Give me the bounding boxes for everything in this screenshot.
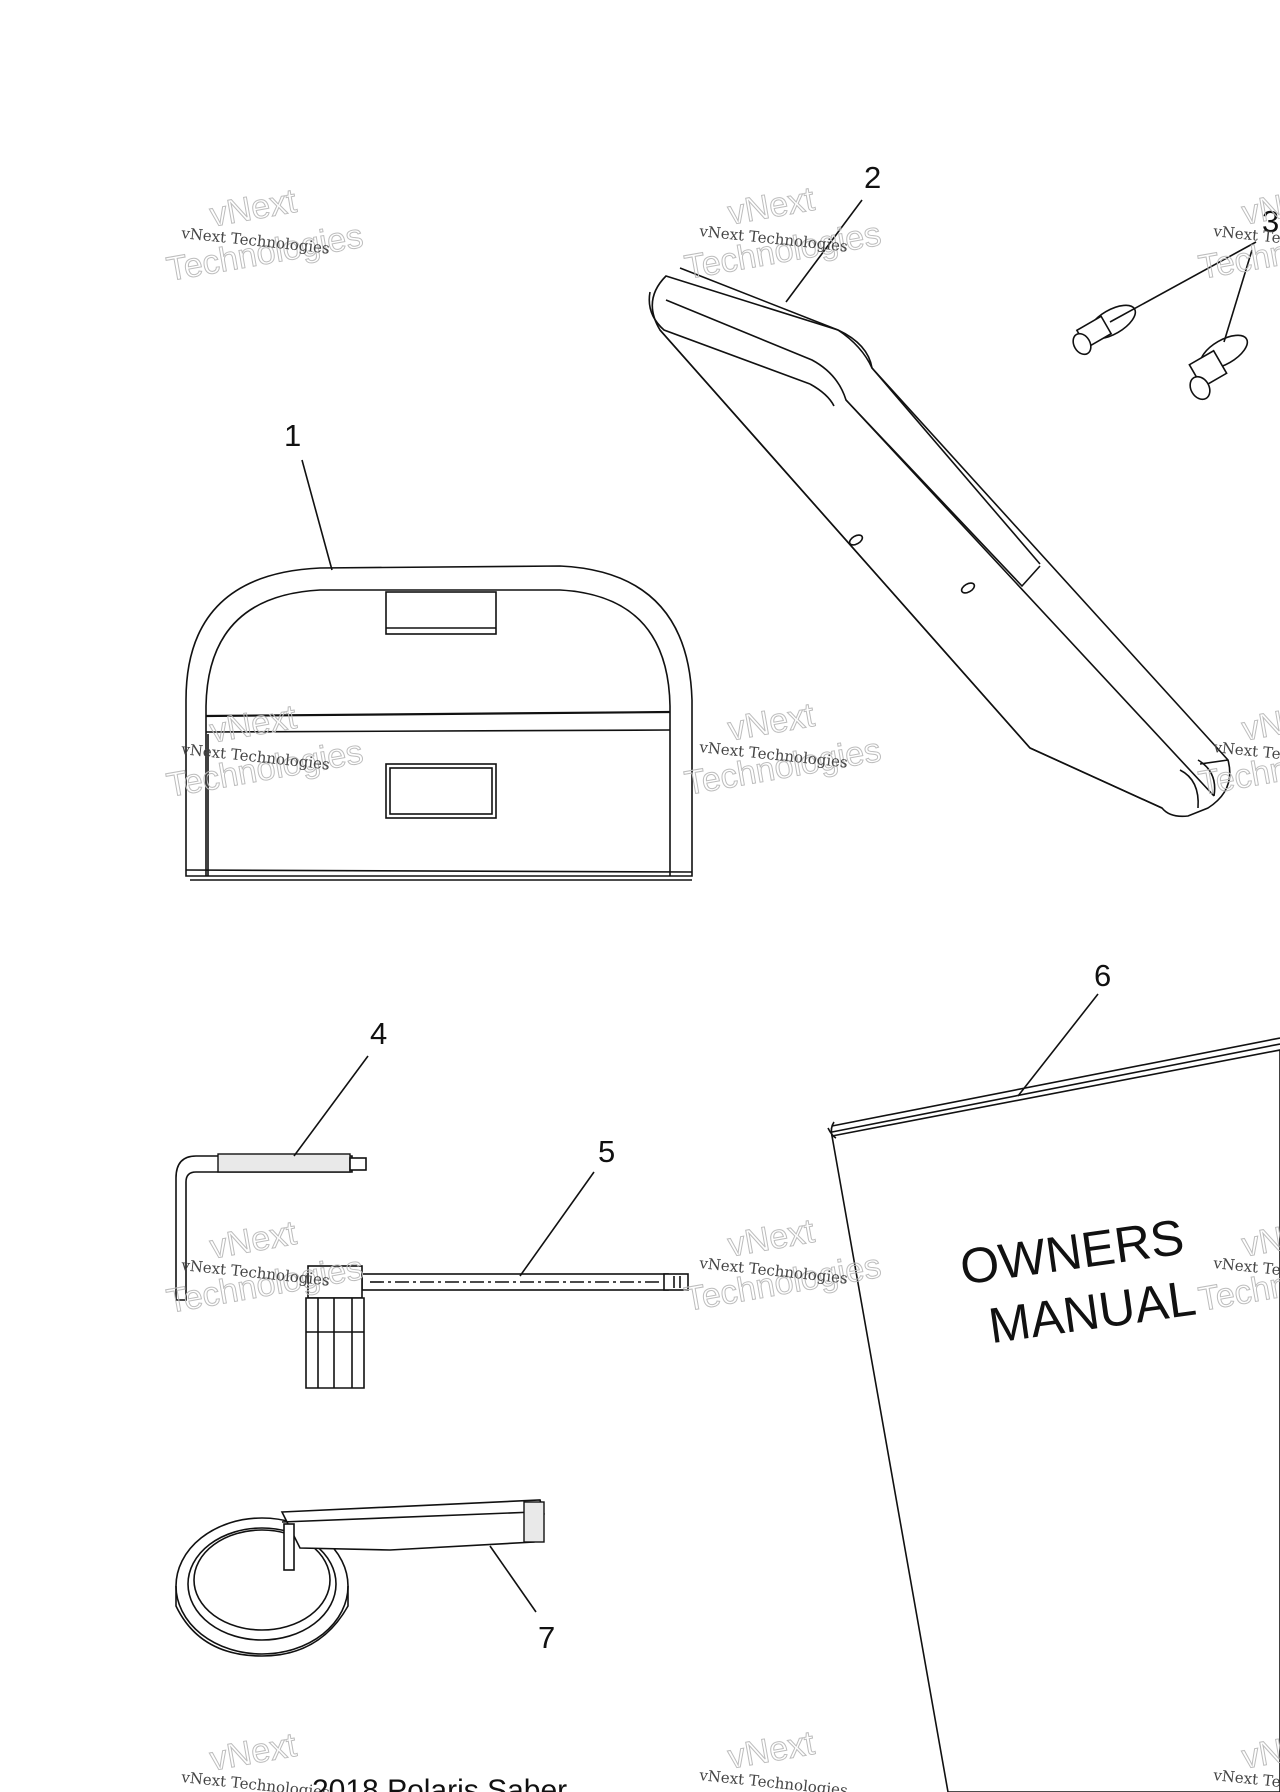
- svg-text:vNext Technologies: vNext Technologies: [180, 1768, 331, 1792]
- watermark: vNext Technologies vNext Technologies: [1195, 1211, 1280, 1319]
- callout-7: 7: [538, 1620, 555, 1655]
- part-6-owners-manual: OWNERS MANUAL: [827, 1037, 1280, 1792]
- svg-text:vNext: vNext: [725, 1212, 818, 1265]
- callout-1: 1: [284, 418, 301, 453]
- callout-2: 2: [864, 160, 881, 195]
- part-5-plug-wrench: [305, 1265, 689, 1389]
- watermark: vNext Technologies vNext Technologies: [681, 695, 884, 803]
- callout-5: 5: [598, 1134, 615, 1169]
- svg-text:vNext: vNext: [725, 696, 818, 749]
- watermark: vNext Technologies vNext Technologies: [681, 179, 884, 287]
- callout-4: 4: [370, 1016, 387, 1051]
- part-3-push-rivets: [1072, 304, 1249, 401]
- callout-numbers: 1 2 3 4 5 6 7: [284, 160, 1279, 1655]
- svg-text:vNext: vNext: [207, 182, 300, 235]
- part-7-strap: [175, 1499, 545, 1657]
- watermark: vNext Technologies vNext Technologies: [1195, 179, 1280, 287]
- svg-text:vNext: vNext: [207, 1726, 300, 1779]
- watermark: vNext Technologies vNext Technologies: [163, 181, 366, 289]
- footer-caption: 2018 Polaris Saber: [312, 1774, 567, 1792]
- watermark: vNext vNext Technologies: [180, 1725, 331, 1792]
- callout-leaders: [293, 199, 1257, 1613]
- watermark: vNext vNext Technologies: [698, 1723, 849, 1792]
- part-2-storage-case: [648, 267, 1231, 818]
- svg-text:vNext: vNext: [207, 1214, 300, 1267]
- callout-6: 6: [1094, 958, 1111, 993]
- part-4-hex-key: [175, 1153, 367, 1301]
- svg-text:vNext: vNext: [725, 1724, 818, 1777]
- svg-text:vNext: vNext: [725, 180, 818, 233]
- part-1-tool-bag: [185, 565, 693, 881]
- svg-text:vNext Technologies: vNext Technologies: [698, 1766, 849, 1792]
- watermark: vNext Technologies vNext Technologies: [1195, 695, 1280, 803]
- callout-3: 3: [1262, 204, 1279, 239]
